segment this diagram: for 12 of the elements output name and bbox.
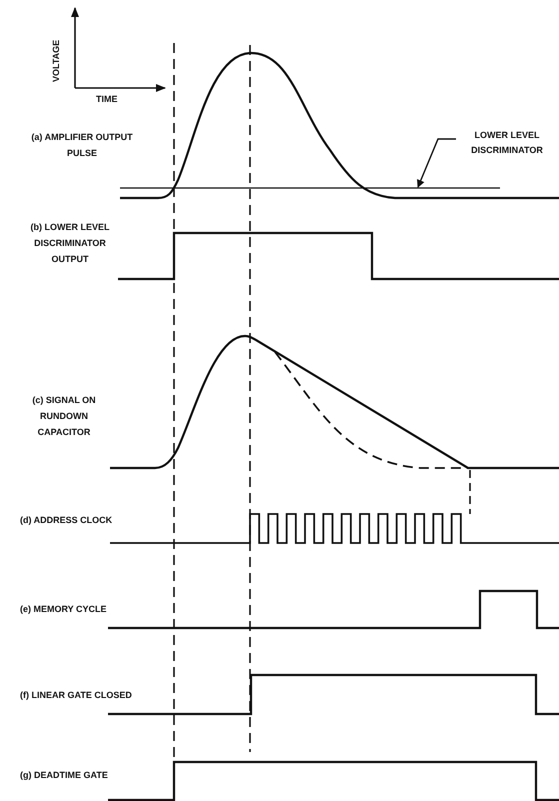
callout-label: LOWER LEVEL DISCRIMINATOR <box>456 128 558 159</box>
axis-label: TIME <box>96 93 118 106</box>
threshold-line <box>120 187 500 189</box>
signal-label: (e) MEMORY CYCLE <box>20 603 108 616</box>
leader-line <box>417 138 456 188</box>
signal-label: (d) ADDRESS CLOCK <box>20 514 114 527</box>
axis-label: VOLTAGE <box>52 40 61 82</box>
signal-label: (g) DEADTIME GATE <box>20 769 109 782</box>
signal-label: (b) LOWER LEVEL DISCRIMINATOR OUTPUT <box>30 221 110 266</box>
signal-label: (a) AMPLIFIER OUTPUT PULSE <box>30 131 134 160</box>
signal-label: (c) SIGNAL ON RUNDOWN CAPACITOR <box>31 394 97 438</box>
signal-label: (f) LINEAR GATE CLOSED <box>20 689 133 702</box>
